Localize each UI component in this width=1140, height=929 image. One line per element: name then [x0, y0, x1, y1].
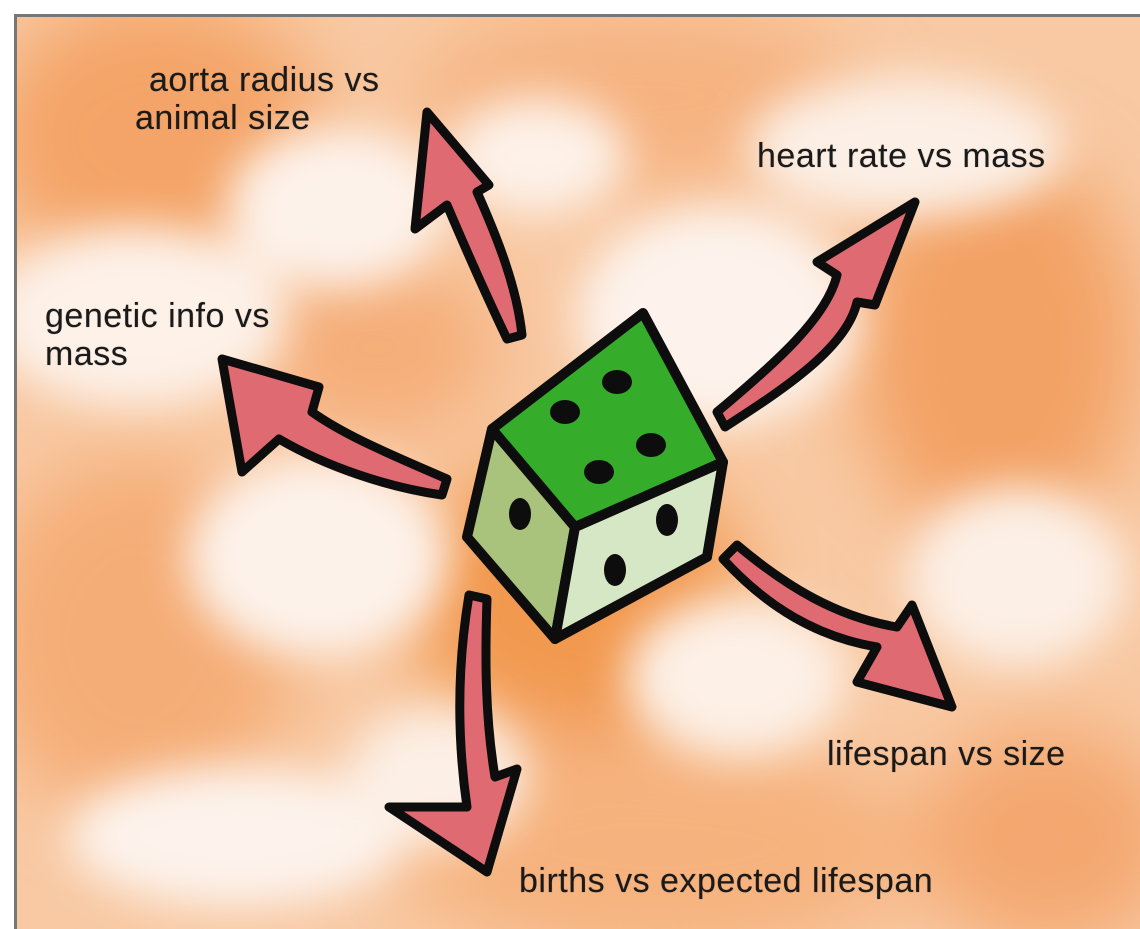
diagram-canvas: aorta radius vs animal size heart rate v…	[14, 14, 1140, 929]
label-aorta-line1: aorta radius vs	[149, 61, 380, 99]
label-heart-rate: heart rate vs mass	[757, 137, 1046, 175]
die-pip	[604, 554, 626, 586]
label-genetic-info-line1: genetic info vs	[45, 297, 270, 335]
label-genetic-info-line2: mass	[45, 335, 270, 373]
label-aorta: aorta radius vs animal size	[149, 61, 380, 137]
die-pip	[509, 498, 531, 530]
label-births: births vs expected lifespan	[519, 862, 933, 900]
label-births-text: births vs expected lifespan	[519, 862, 933, 900]
label-lifespan: lifespan vs size	[827, 735, 1066, 773]
label-aorta-line2: animal size	[135, 99, 380, 137]
label-genetic-info: genetic info vs mass	[45, 297, 270, 373]
die-pip	[636, 433, 666, 457]
label-heart-rate-text: heart rate vs mass	[757, 137, 1046, 175]
label-lifespan-text: lifespan vs size	[827, 735, 1066, 773]
die-pip	[550, 400, 580, 424]
die-pip	[602, 370, 632, 394]
die-pip	[656, 504, 678, 536]
die-pip	[584, 460, 614, 484]
